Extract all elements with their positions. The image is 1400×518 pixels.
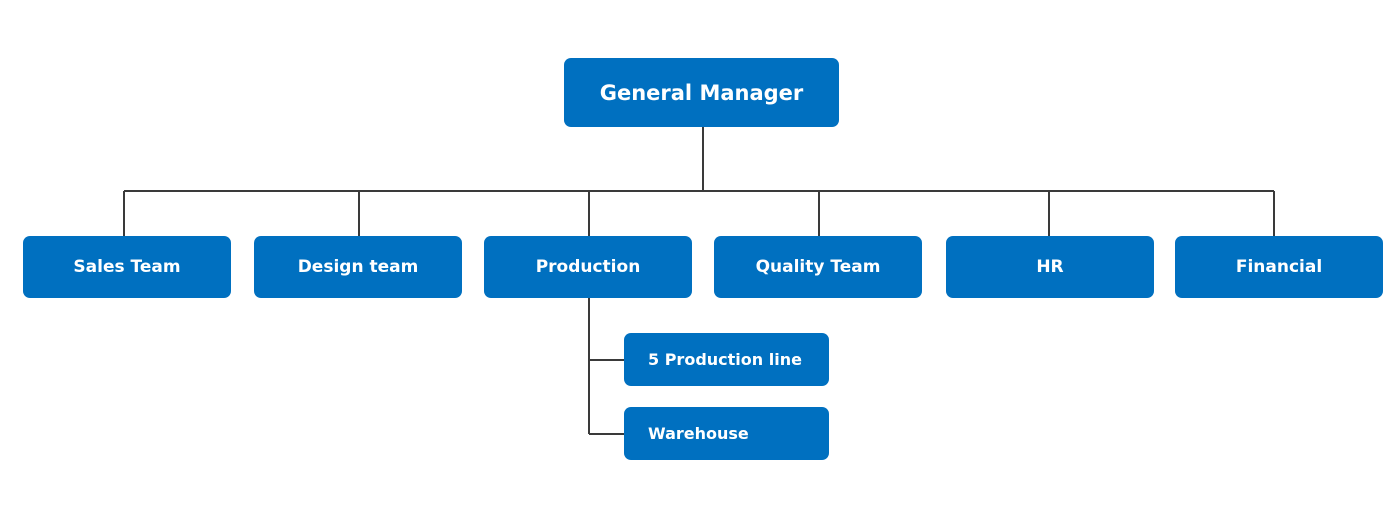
node-hr: HR bbox=[946, 236, 1154, 298]
node-quality-team: Quality Team bbox=[714, 236, 922, 298]
node-sales-team: Sales Team bbox=[23, 236, 231, 298]
node-production: Production bbox=[484, 236, 692, 298]
node-financial: Financial bbox=[1175, 236, 1383, 298]
node-design-team: Design team bbox=[254, 236, 462, 298]
node-warehouse: Warehouse bbox=[624, 407, 829, 460]
node-general-manager: General Manager bbox=[564, 58, 839, 127]
node-production-line: 5 Production line bbox=[624, 333, 829, 386]
